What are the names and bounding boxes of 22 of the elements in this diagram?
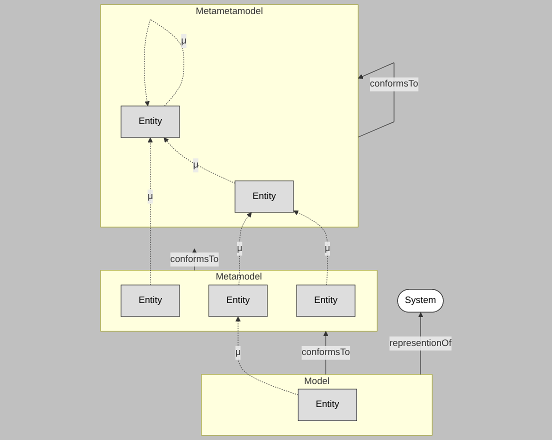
edge-label: μ <box>148 191 153 202</box>
edge-label: conformsTo <box>302 348 350 358</box>
node-box: Entity <box>296 284 356 317</box>
edge-label: μ <box>193 160 198 170</box>
edge-label: μ <box>324 243 330 254</box>
node-box: Entity <box>234 180 294 213</box>
arrow <box>235 316 298 396</box>
node-box: Entity <box>120 106 180 138</box>
edge-label: conformsTo <box>370 79 418 90</box>
arrow <box>293 210 328 286</box>
arrow <box>164 137 236 184</box>
arrow <box>238 212 252 286</box>
node-box: Entity <box>120 284 180 317</box>
edge-label: representionOf <box>390 338 452 348</box>
node-box: Entity <box>298 388 357 421</box>
edge-label: conformsTo <box>170 254 219 264</box>
arrow <box>144 19 184 106</box>
edge-label: μ <box>236 243 242 254</box>
arrow <box>148 137 153 286</box>
edge-label: μ <box>181 36 187 46</box>
node-box: Entity <box>208 284 268 317</box>
edge-label: μ <box>235 348 241 358</box>
